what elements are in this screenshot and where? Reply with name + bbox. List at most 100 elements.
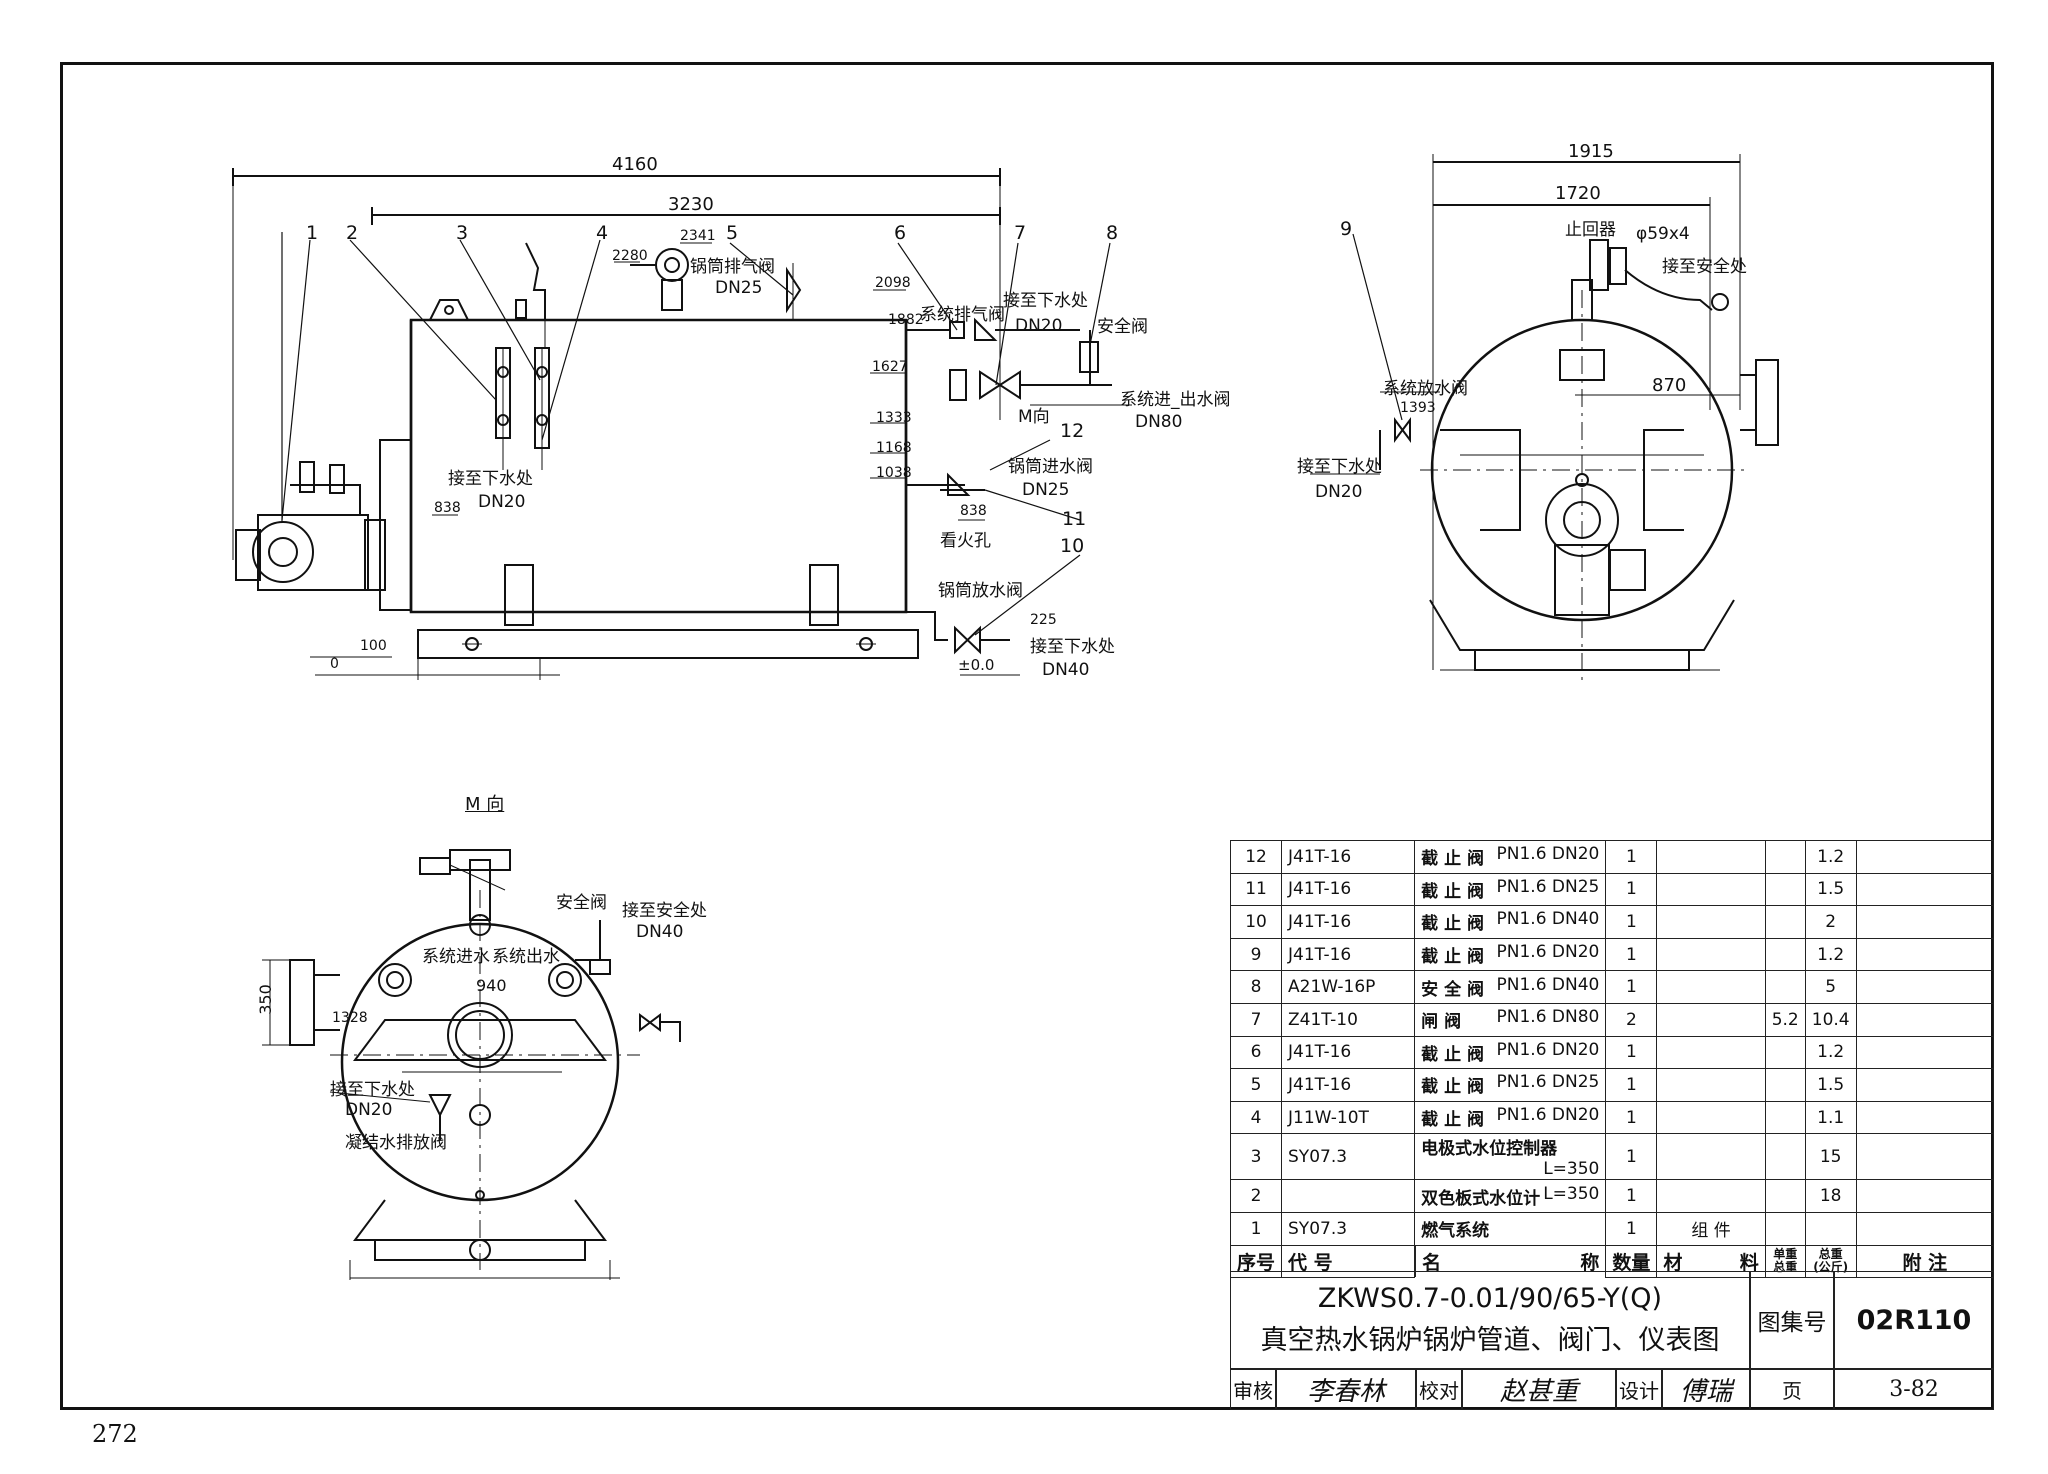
header-note: 附 注 xyxy=(1855,1244,1995,1279)
label-m-sys-in: 系统进水 xyxy=(422,947,490,967)
callout-1: 1 xyxy=(306,222,319,244)
cell-note xyxy=(1855,1002,1995,1037)
cell-name-spec: 燃气系统 xyxy=(1414,1211,1607,1246)
cell-qty: 1 xyxy=(1605,872,1658,907)
title-cell: ZKWS0.7-0.01/90/65-Y(Q) 真空热水锅炉锅炉管道、阀门、仪表… xyxy=(1230,1271,1750,1369)
cell-qty: 1 xyxy=(1605,1100,1658,1135)
cell-code: J41T-16 xyxy=(1281,872,1416,907)
cell-material xyxy=(1656,872,1766,907)
checker-signature: 赵甚重 xyxy=(1462,1369,1616,1410)
elev-838-b: 838 xyxy=(960,503,987,519)
check-label: 校对 xyxy=(1416,1369,1462,1410)
cell-note xyxy=(1855,872,1995,907)
label-to-safety: 接至安全处 xyxy=(1662,257,1747,277)
drawing-model: ZKWS0.7-0.01/90/65-Y(Q) xyxy=(1317,1283,1663,1314)
elev-838-a: 838 xyxy=(434,500,461,516)
label-dn80: DN80 xyxy=(1135,412,1183,432)
cell-qty: 1 xyxy=(1605,1035,1658,1070)
callout-9: 9 xyxy=(1340,218,1353,240)
elev-1168: 1168 xyxy=(876,440,912,456)
callout-6: 6 xyxy=(894,222,907,244)
elev-225: 225 xyxy=(1030,612,1057,628)
m-view xyxy=(262,849,681,1280)
label-front-dn20: DN20 xyxy=(1315,482,1363,502)
drawing-frame xyxy=(60,62,1994,1410)
label-drum-inlet-valve: 锅筒进水阀 xyxy=(1008,457,1093,477)
label-peephole: 看火孔 xyxy=(940,531,991,551)
part-spec: PN1.6 DN40 xyxy=(1496,909,1600,930)
elev-1333: 1333 xyxy=(876,410,912,426)
elev-1882: 1882 xyxy=(888,312,924,328)
cell-total-wt: 1.2 xyxy=(1804,840,1857,874)
label-drum-vent-valve: 锅筒排气阀 xyxy=(690,257,775,277)
part-spec: L=350 xyxy=(1543,1183,1600,1204)
cell-no: 7 xyxy=(1229,1002,1283,1037)
callout-2: 2 xyxy=(346,222,359,244)
label-m-sys-out: 系统出水 xyxy=(492,947,560,967)
cell-total-wt: 15 xyxy=(1804,1133,1857,1181)
label-pipe-spec: φ59x4 xyxy=(1636,224,1690,244)
part-spec: PN1.6 DN40 xyxy=(1496,974,1600,995)
cell-code xyxy=(1281,1179,1416,1213)
part-name: 安 全 阀 xyxy=(1421,979,1485,1000)
callout-10: 10 xyxy=(1060,535,1085,557)
part-spec: L=350 xyxy=(1543,1159,1600,1180)
header-material: 材料 xyxy=(1656,1244,1766,1279)
elev-1627: 1627 xyxy=(872,359,908,375)
part-name: 截 止 阀 xyxy=(1421,849,1485,870)
header-unit-wt: 单重总重 xyxy=(1764,1244,1806,1279)
design-label: 设计 xyxy=(1616,1369,1662,1410)
cell-unit-wt xyxy=(1764,872,1806,907)
cell-material xyxy=(1656,937,1766,972)
cell-total-wt: 2 xyxy=(1804,905,1857,939)
cell-code: SY07.3 xyxy=(1281,1133,1416,1181)
cell-material xyxy=(1656,1068,1766,1102)
dim-front-offset: 870 xyxy=(1652,375,1687,396)
label-sys-inout-valve: 系统进_出水阀 xyxy=(1120,390,1231,410)
cell-no: 5 xyxy=(1229,1068,1283,1102)
elev-2280: 2280 xyxy=(612,248,648,264)
cell-code: J41T-16 xyxy=(1281,840,1416,874)
cell-no: 3 xyxy=(1229,1133,1283,1181)
label-drum-drain-valve: 锅筒放水阀 xyxy=(938,581,1023,601)
cell-material xyxy=(1656,840,1766,874)
elev-2341: 2341 xyxy=(680,228,716,244)
page-number: 272 xyxy=(92,1420,138,1448)
cell-name-spec: 截 止 阀 PN1.6 DN40 xyxy=(1414,905,1607,939)
label-dn25-b: DN25 xyxy=(1022,480,1070,500)
atlas-label: 图集号 xyxy=(1750,1271,1834,1369)
cell-total-wt: 1.2 xyxy=(1804,937,1857,972)
atlas-number: 02R110 xyxy=(1834,1271,1994,1369)
cell-no: 8 xyxy=(1229,970,1283,1004)
part-name: 截 止 阀 xyxy=(1421,914,1485,935)
label-dn40: DN40 xyxy=(1042,660,1090,680)
cell-code: J41T-16 xyxy=(1281,1068,1416,1102)
part-name: 电极式水位控制器 xyxy=(1421,1139,1558,1160)
cell-qty: 1 xyxy=(1605,905,1658,939)
cell-unit-wt xyxy=(1764,1035,1806,1070)
header-name: 名称 xyxy=(1415,1245,1605,1277)
designer-signature: 傅瑞 xyxy=(1662,1369,1750,1410)
cell-material: 组 件 xyxy=(1656,1211,1766,1246)
cell-material xyxy=(1656,970,1766,1004)
cell-total-wt: 10.4 xyxy=(1804,1002,1857,1037)
part-spec: PN1.6 DN25 xyxy=(1496,1072,1600,1093)
cell-note xyxy=(1855,840,1995,874)
cell-no: 10 xyxy=(1229,905,1283,939)
cell-qty: 1 xyxy=(1605,970,1658,1004)
cell-unit-wt xyxy=(1764,1133,1806,1181)
cell-total-wt: 1.2 xyxy=(1804,1035,1857,1070)
label-dn25-a: DN25 xyxy=(715,278,763,298)
elev-1038: 1038 xyxy=(876,465,912,481)
part-spec: PN1.6 DN20 xyxy=(1496,942,1600,963)
cell-no: 1 xyxy=(1229,1211,1283,1246)
